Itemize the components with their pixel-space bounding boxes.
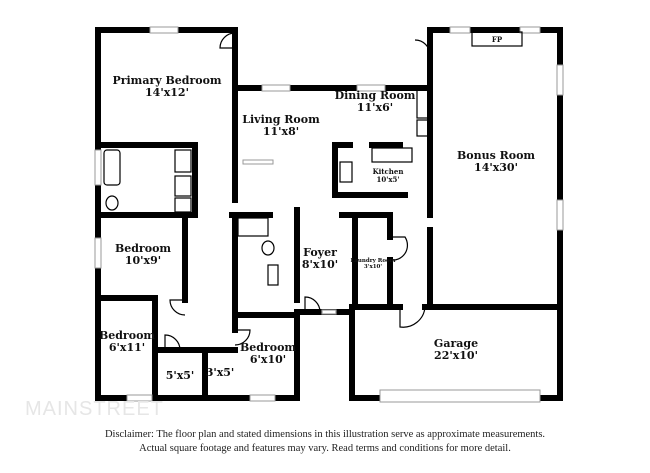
fireplace xyxy=(471,31,523,47)
room-size: 10'x5' xyxy=(376,174,400,184)
room-name: Living Room xyxy=(242,113,320,126)
sink xyxy=(371,147,413,163)
room-size: 22'x10' xyxy=(434,349,478,363)
closet-2: 3'x5' xyxy=(205,366,235,379)
room-size: 8'x10' xyxy=(301,258,339,272)
disclaimer-line-1: Disclaimer: The floor plan and stated di… xyxy=(104,429,546,440)
disclaimer: Disclaimer: The floor plan and stated di… xyxy=(0,428,650,455)
doors xyxy=(164,32,431,351)
windows xyxy=(94,26,564,402)
room-name: Bedroom xyxy=(114,242,172,255)
room-name: Bedroom xyxy=(239,341,297,354)
room-name: Dining Room xyxy=(334,89,416,102)
interior-walls xyxy=(95,85,563,401)
room-size: 6'x11' xyxy=(108,341,146,355)
fireplace-label: FP xyxy=(491,35,503,44)
garage-door xyxy=(379,389,541,403)
room-size: 14'x12' xyxy=(145,86,189,100)
closet-1: 5'x5' xyxy=(165,369,195,382)
room-name: Bedroom xyxy=(98,329,156,342)
toilet xyxy=(105,195,119,211)
room-size: 14'x30' xyxy=(474,161,518,175)
watermark-logo: MAINSTREET xyxy=(25,398,164,420)
room-name: Bonus Room xyxy=(456,149,536,162)
room-name: Kitchen xyxy=(372,167,404,176)
room-size: 3'x5' xyxy=(205,366,235,379)
room-name: Garage xyxy=(433,337,479,350)
disclaimer-line-2: Actual square footage and features may v… xyxy=(139,442,511,454)
stove xyxy=(339,161,353,183)
room-name: Laundry Room xyxy=(350,258,396,264)
room-size: 3'x10' xyxy=(363,264,383,271)
room-size: 10'x9' xyxy=(124,254,162,268)
bathtub xyxy=(103,149,121,186)
room-size: 5'x5' xyxy=(165,369,195,382)
room-size: 11'x6' xyxy=(356,101,394,115)
room-size: 11'x8' xyxy=(262,125,300,139)
room-name: Foyer xyxy=(303,246,337,259)
room-name: Primary Bedroom xyxy=(112,74,222,87)
fixtures xyxy=(103,31,523,286)
room-size: 6'x10' xyxy=(249,353,287,367)
